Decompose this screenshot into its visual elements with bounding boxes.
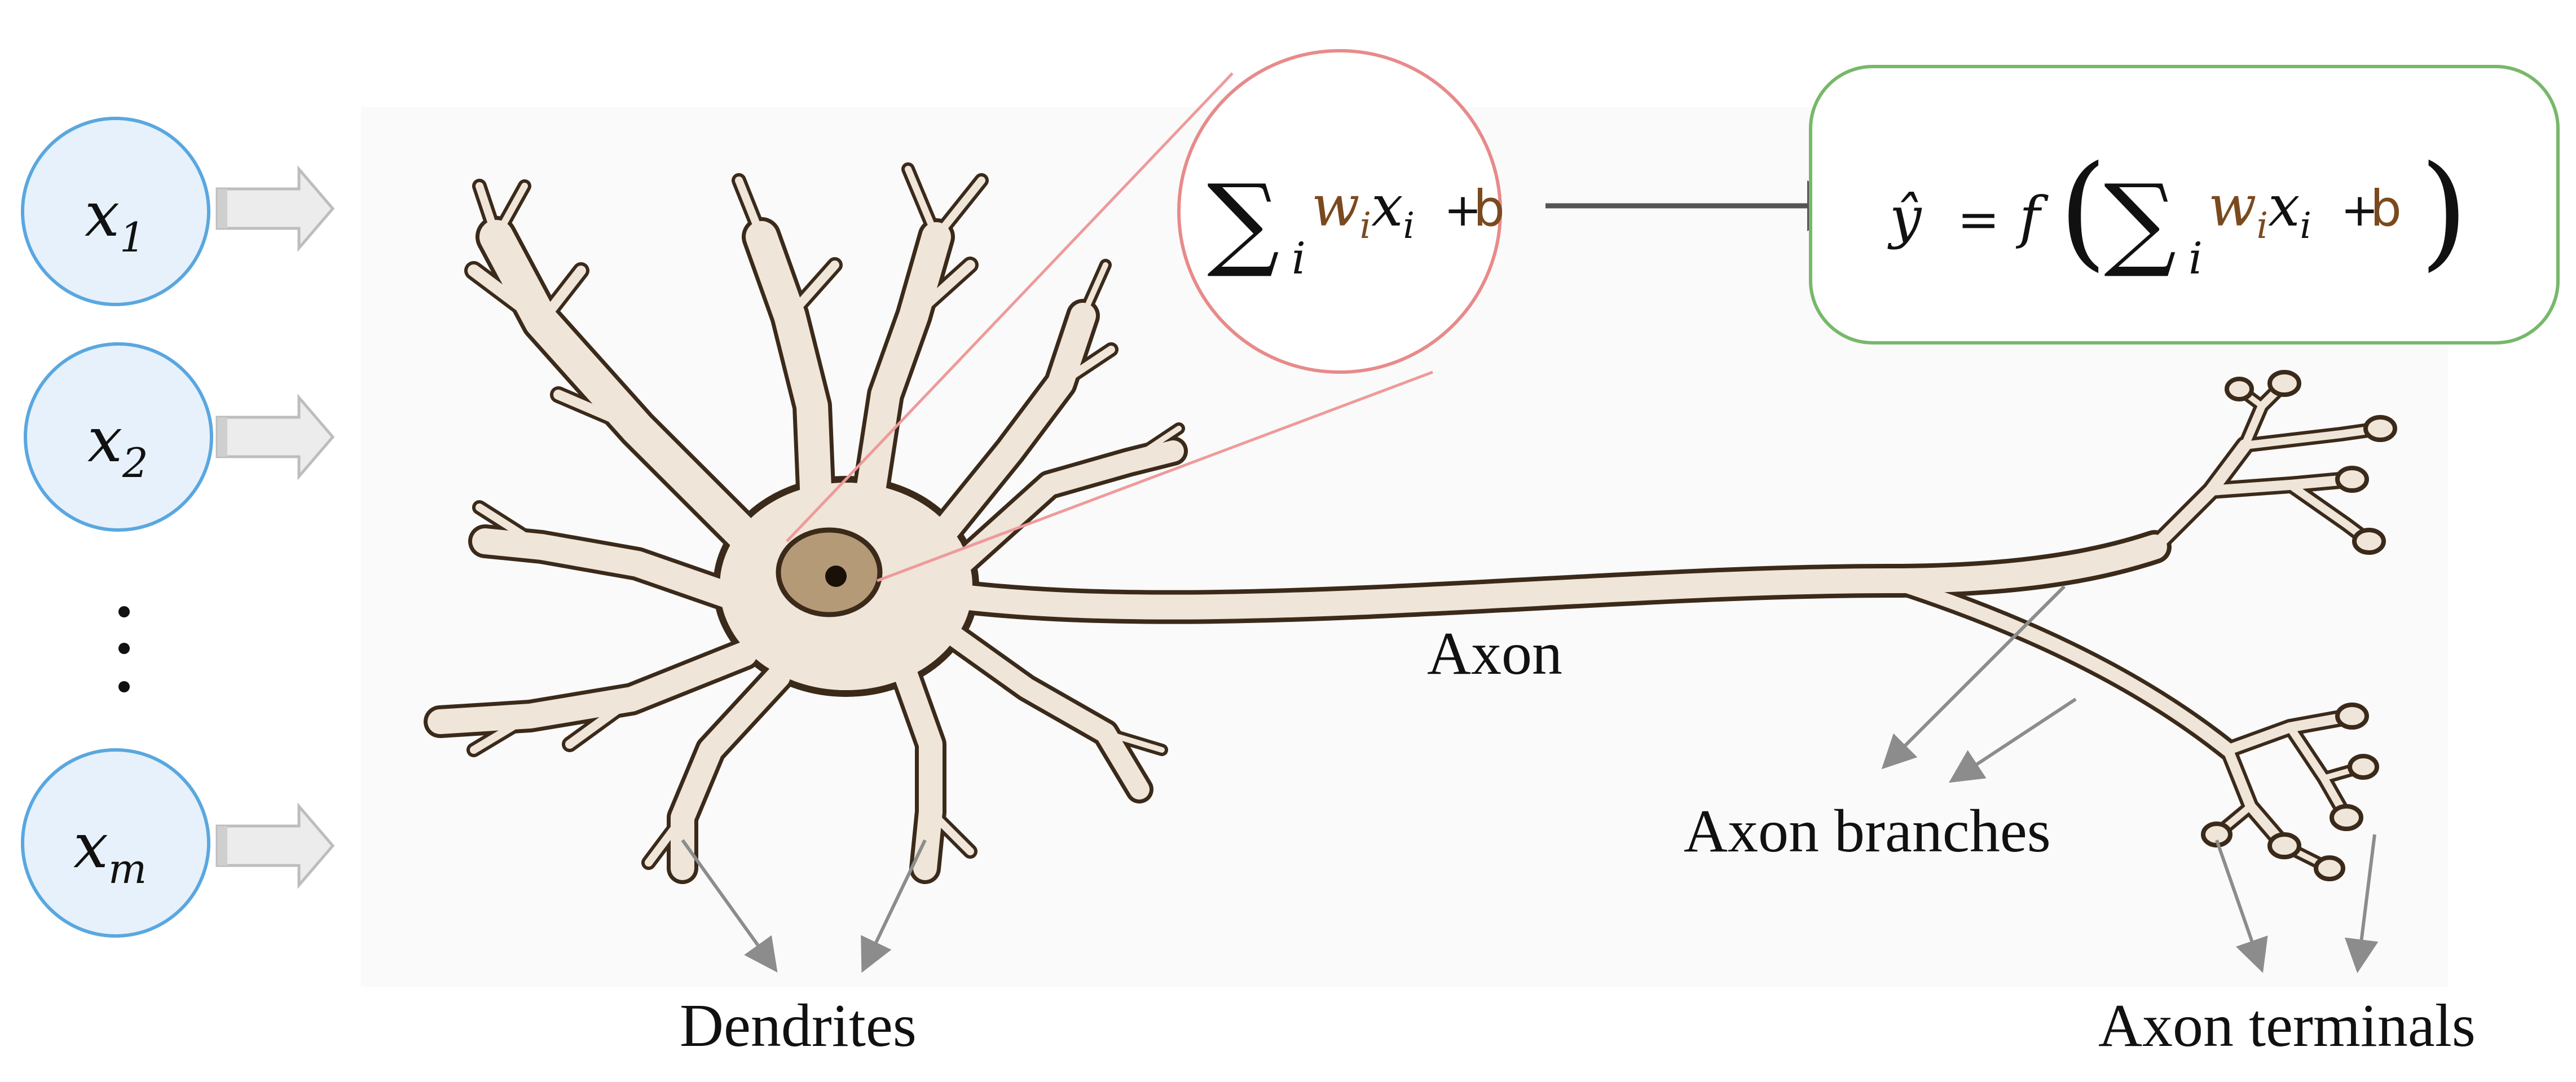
zoom-lines [786,72,1433,582]
vertical-ellipsis [118,606,130,692]
input-xm-subscript: m [108,845,147,893]
summation-circle: ∑ i wixi + b [1177,49,1505,374]
svg-text:wixi: wixi [1311,173,1415,247]
output-sum-index: i [2189,233,2203,284]
output-plus-sign: + [2341,184,2379,236]
output-weight-symbol: w [2208,173,2257,239]
dendrites-label: Dendrites [680,992,917,1059]
svg-text:x2: x2 [87,404,148,487]
axon-branches-label: Axon branches [1684,798,2051,865]
output-bias-symbol: b [2370,179,2402,237]
weight-subscript: i [1360,205,1371,247]
input-node-x2: x2 [24,342,213,532]
input-node-xm: xm [21,748,210,938]
open-paren: ( [2059,139,2107,283]
branch-pointer-right [1948,697,2077,783]
input-x1-base: x [85,178,120,250]
terminal-pointer-left [2215,840,2268,973]
var-subscript: i [1403,205,1414,247]
dendrite-pointer-right [861,839,927,973]
output-var-symbol: x [2268,173,2300,239]
close-paren: ) [2420,139,2468,283]
var-symbol: x [1371,173,1403,239]
pointer-arrows [681,585,2379,973]
input-arrow-2 [215,394,335,480]
bias-symbol: b [1473,179,1505,237]
input-arrow-1 [215,165,335,252]
axon-terminals-label: Axon terminals [2098,992,2476,1059]
input-xm-base: x [73,810,108,882]
svg-text:xm: xm [73,810,147,893]
output-var-subscript: i [2300,205,2311,247]
output-sigma: ∑ [2104,163,2177,281]
axon-label: Axon [1427,620,1562,687]
input-x2-base: x [87,404,122,476]
plus-sign: + [1444,184,1482,236]
equals-sign: = [1957,190,2000,249]
neuron [424,162,2397,884]
input-arrow-m [215,802,335,889]
input-x1-subscript: 1 [120,214,146,261]
weight-symbol: w [1311,173,1360,239]
terminal-pointer-right [2344,834,2379,973]
output-weight-subscript: i [2257,205,2268,247]
sigma-symbol: ∑ [1207,163,1280,281]
nucleus [776,527,883,617]
input-node-x1: x1 [21,117,210,306]
output-box: ŷ = f ( ∑ i wixi + b ) [1809,65,2560,345]
axon-terminal-knobs [2201,370,2397,881]
svg-text:x1: x1 [85,178,146,261]
dendrite-pointer-left [681,839,778,973]
sum-index: i [1292,233,1306,284]
svg-text:wixi: wixi [2208,173,2311,247]
branch-pointer-left [1881,585,2066,770]
input-x2-subscript: 2 [122,439,148,487]
y-hat: ŷ [1887,184,1922,250]
